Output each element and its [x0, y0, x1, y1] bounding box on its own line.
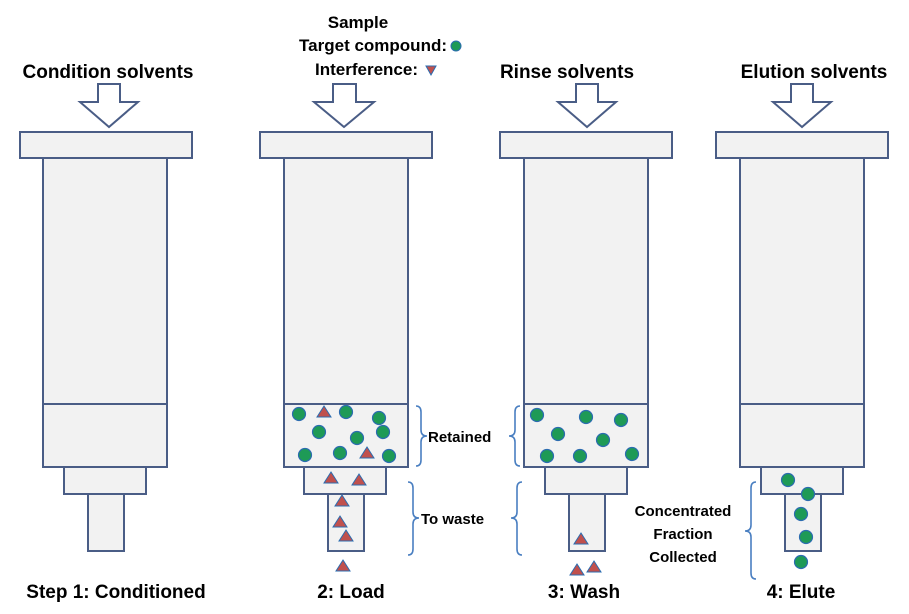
- interference-particle: [351, 473, 367, 486]
- interference-particle: [316, 405, 332, 418]
- interference-particle: [573, 532, 589, 545]
- column-cap: [19, 131, 193, 159]
- interference-particle: [338, 529, 354, 542]
- retained-label: Retained: [428, 429, 491, 446]
- retained-brace: [415, 405, 428, 467]
- target-compound-particle: [798, 529, 814, 545]
- step-3-label: 3: Wash: [548, 582, 620, 603]
- column-step-2: Retained To waste 2: Load: [259, 83, 491, 603]
- target-compound-particle: [297, 447, 313, 463]
- target-compound-particle: [624, 446, 640, 462]
- interference-particle: [569, 563, 585, 576]
- waste-brace: [510, 481, 523, 556]
- column-cap: [499, 131, 673, 159]
- waste-particles: [323, 471, 367, 572]
- column-tip-upper: [63, 466, 147, 495]
- down-arrow-icon: [311, 83, 377, 129]
- down-arrow-icon: [770, 83, 834, 129]
- target-compound-particle: [595, 432, 611, 448]
- column-step-3: Rinse solvents 3: Wash: [499, 62, 673, 603]
- target-compound-particle: [793, 554, 809, 570]
- sorbent-bed: [42, 403, 168, 468]
- waste-brace: [407, 481, 420, 556]
- column-barrel: [739, 157, 865, 405]
- target-compound-particle: [800, 486, 816, 502]
- target-compound-icon: [450, 40, 462, 52]
- retained-particles: [529, 407, 640, 464]
- target-compound-particle: [371, 410, 387, 426]
- target-compound-particle: [793, 506, 809, 522]
- interference-particle: [323, 471, 339, 484]
- target-compound-particle: [338, 404, 354, 420]
- column-barrel: [42, 157, 168, 405]
- target-compound-particle: [291, 406, 307, 422]
- target-compound-particle: [780, 472, 796, 488]
- sample-title: Sample: [328, 13, 388, 32]
- retained-particles: [291, 404, 397, 464]
- column-step-4: Elution solvents Concentrated Fraction C…: [635, 62, 889, 603]
- target-compound-label: Target compound:: [299, 36, 447, 55]
- down-arrow-icon: [77, 83, 141, 129]
- target-compound-particle: [529, 407, 545, 423]
- target-compound-particle: [349, 430, 365, 446]
- interference-particle: [332, 515, 348, 528]
- column-barrel: [523, 157, 649, 405]
- target-compound-particle: [332, 445, 348, 461]
- sorbent-bed: [739, 403, 865, 468]
- step-1-label: Step 1: Conditioned: [26, 582, 205, 603]
- down-arrow-icon: [555, 83, 619, 129]
- target-compound-particle: [572, 448, 588, 464]
- collected-label-line3: Collected: [649, 549, 717, 566]
- column-step-1: Condition solvents Step 1: Conditioned: [19, 62, 206, 603]
- column-barrel: [283, 157, 409, 405]
- column-tip-upper: [303, 466, 387, 495]
- step-2-label: 2: Load: [317, 582, 385, 603]
- step-4-label: 4: Elute: [767, 582, 836, 603]
- interference-label: Interference:: [315, 60, 418, 79]
- column-tip-lower: [87, 493, 125, 552]
- column-cap: [259, 131, 433, 159]
- interference-particle: [334, 494, 350, 507]
- eluted-particles: [780, 472, 816, 570]
- to-waste-label: To waste: [421, 511, 484, 528]
- retained-brace: [508, 405, 521, 467]
- interference-particle: [335, 559, 351, 572]
- target-compound-particle: [578, 409, 594, 425]
- elution-solvents-label: Elution solvents: [741, 62, 888, 83]
- condition-solvents-label: Condition solvents: [23, 62, 194, 83]
- target-compound-particle: [381, 448, 397, 464]
- target-compound-particle: [550, 426, 566, 442]
- waste-particles: [569, 532, 602, 576]
- collected-brace: [744, 481, 757, 580]
- rinse-solvents-label: Rinse solvents: [500, 62, 634, 83]
- interference-particle: [359, 446, 375, 459]
- column-tip-upper: [760, 466, 844, 495]
- column-cap: [715, 131, 889, 159]
- target-compound-particle: [613, 412, 629, 428]
- target-compound-particle: [311, 424, 327, 440]
- collected-label-line2: Fraction: [653, 526, 712, 543]
- target-compound-particle: [539, 448, 555, 464]
- interference-icon: [425, 65, 437, 77]
- collected-label-line1: Concentrated: [635, 503, 732, 520]
- column-tip-upper: [544, 466, 628, 495]
- target-compound-particle: [375, 424, 391, 440]
- interference-particle: [586, 560, 602, 573]
